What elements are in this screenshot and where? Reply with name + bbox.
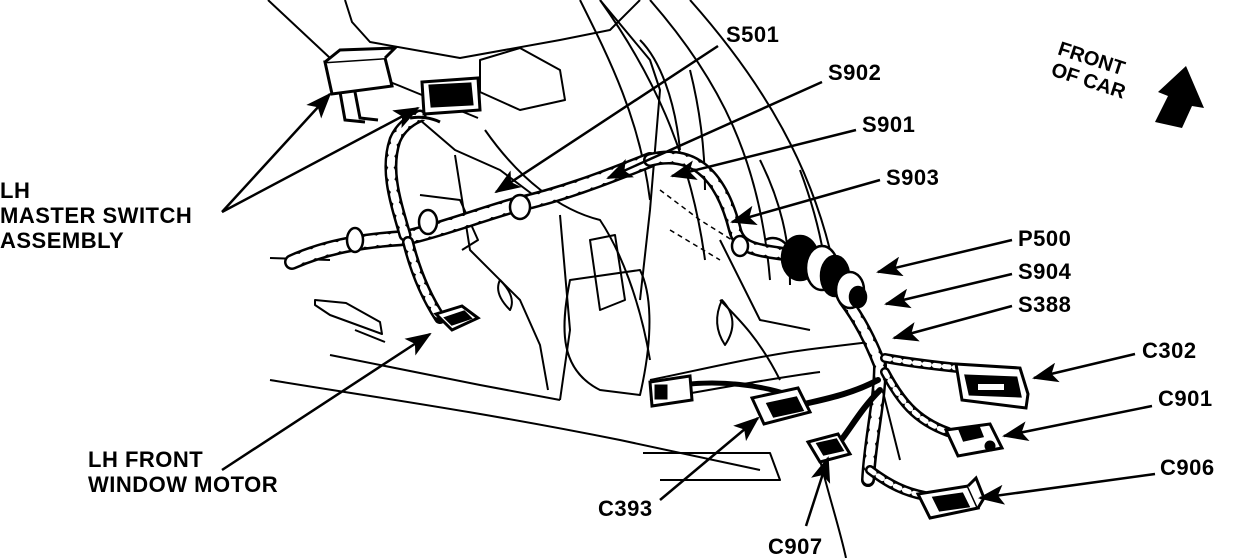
door-structure xyxy=(267,0,901,558)
label-lh-front-window-motor-line1: LH FRONT xyxy=(88,447,204,472)
arrow-s904 xyxy=(884,272,1013,309)
arrow-s388 xyxy=(892,304,1013,342)
label-c393: C393 xyxy=(598,496,653,521)
c906-connector xyxy=(915,475,986,520)
label-c907: C907 xyxy=(768,534,823,559)
arrow-s501 xyxy=(494,44,719,194)
arrow-c302 xyxy=(1032,352,1136,383)
arrow-c393 xyxy=(659,416,760,501)
arrow-p500 xyxy=(876,238,1013,277)
label-p500: P500 xyxy=(1018,226,1072,251)
front-arrow-icon xyxy=(1155,66,1204,128)
label-lh-master-switch-line1: LH xyxy=(0,178,31,203)
label-lh-front-window-motor: LH FRONT WINDOW MOTOR xyxy=(88,447,278,497)
label-c302: C302 xyxy=(1142,338,1197,363)
splices xyxy=(345,193,750,258)
arrow-s901 xyxy=(670,128,857,180)
label-lh-master-switch-line3: ASSEMBLY xyxy=(0,228,125,253)
window-motor-connector xyxy=(433,304,481,332)
grommet-p500 xyxy=(764,234,868,310)
arrow-window-motor xyxy=(221,332,432,472)
arrow-master-switch-2 xyxy=(221,106,420,214)
label-lh-master-switch: LH MASTER SWITCH ASSEMBLY xyxy=(0,178,192,253)
c907-connector xyxy=(805,432,853,464)
label-lh-front-window-motor-line2: WINDOW MOTOR xyxy=(88,472,279,497)
label-s903: S903 xyxy=(886,165,940,190)
arrow-c901 xyxy=(1002,404,1153,442)
label-c901: C901 xyxy=(1158,386,1213,411)
label-c906: C906 xyxy=(1160,455,1215,480)
label-s901: S901 xyxy=(862,112,916,137)
harness-connector-left xyxy=(648,374,694,408)
c901-connector xyxy=(943,422,1005,458)
arrow-s903 xyxy=(730,178,881,226)
leader-arrows xyxy=(221,44,1156,527)
label-s501: S501 xyxy=(726,22,780,47)
label-lh-master-switch-line2: MASTER SWITCH xyxy=(0,203,193,228)
label-s904: S904 xyxy=(1018,259,1072,284)
arrow-c907 xyxy=(804,456,831,527)
label-s902: S902 xyxy=(828,60,882,85)
arrow-c906 xyxy=(978,472,1156,505)
master-switch-connectors xyxy=(323,46,482,124)
arrow-s902 xyxy=(606,80,823,180)
c393-connector xyxy=(749,386,813,426)
label-s388: S388 xyxy=(1018,292,1072,317)
c302-connector xyxy=(954,362,1030,410)
hidden-lines xyxy=(659,189,741,261)
arrow-master-switch-1 xyxy=(221,92,332,213)
